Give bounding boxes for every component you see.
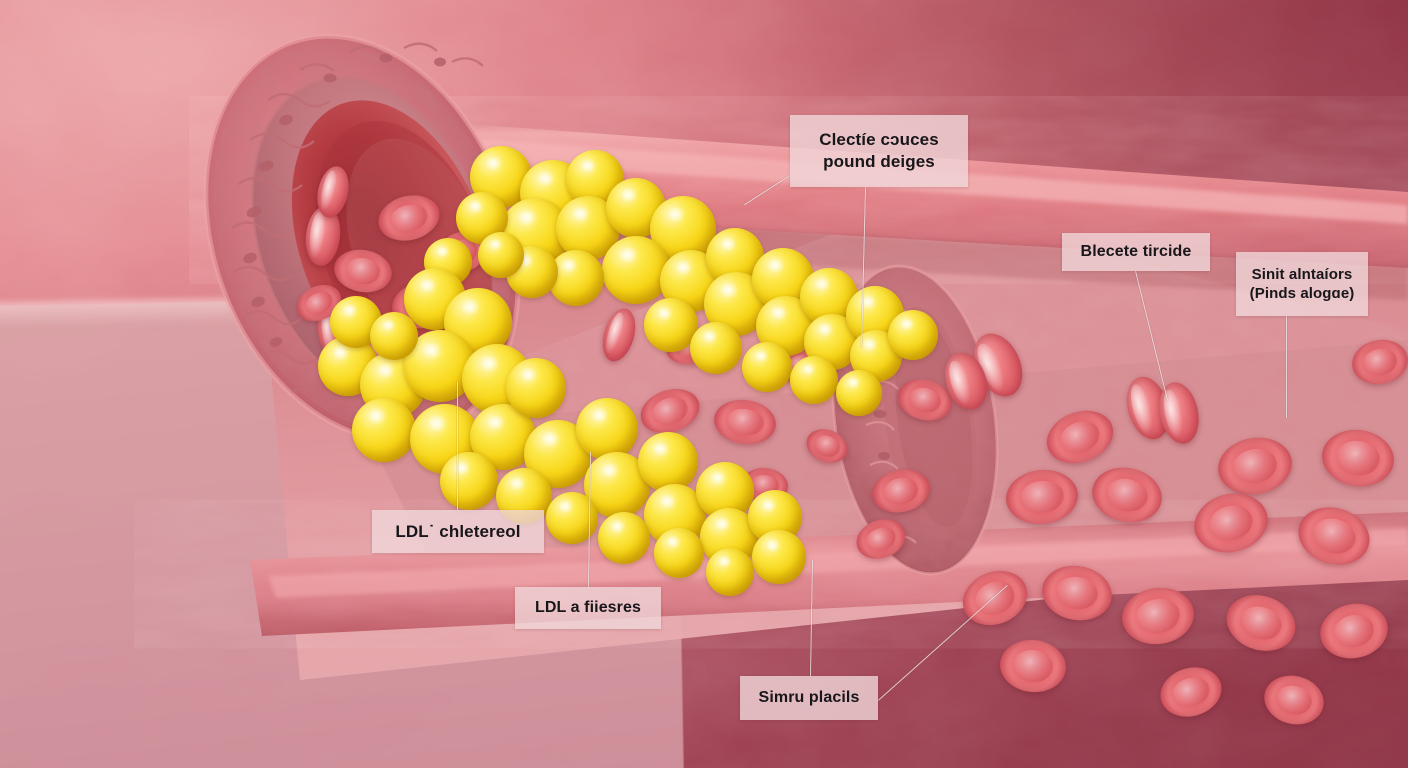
ldl-fibers-callout[interactable]: LDL a fiiesres <box>515 587 661 629</box>
cholesterol-plaque-callout-line-1: Clectíe cɔuces <box>819 130 939 150</box>
smooth-plaque-callout[interactable]: Simru placils <box>740 676 878 720</box>
ldl-fibers-callout-line-1: LDL a fiiesres <box>534 598 642 616</box>
ring-elastic-lamina <box>231 42 484 395</box>
ldl-cholesterol-callout-line-1: LDL˙ chletereol <box>395 521 521 541</box>
vessel-wall-callout[interactable]: Sinit alntaíors (Pinds alogɑe) <box>1236 252 1368 316</box>
blood-flow-callout-line-1: Blecete tircide <box>1080 242 1192 260</box>
ldl-cholesterol-callout[interactable]: LDL˙ chletereol <box>372 510 544 553</box>
vessel-wall-callout-line-1: Sinit alntaíors <box>1251 265 1353 283</box>
vessel-wall-callout-line-2: (Pinds alogɑe) <box>1249 285 1355 302</box>
cholesterol-plaque-callout[interactable]: Clectíe cɔuces pound deiges <box>790 115 968 187</box>
cholesterol-plaque-callout-line-2: pound deiges <box>823 152 935 171</box>
leader-vessel-wall <box>1285 316 1287 418</box>
smooth-plaque-callout-line-1: Simru placils <box>758 688 860 706</box>
blood-flow-callout[interactable]: Blecete tircide <box>1062 233 1210 271</box>
leader-ldl-chol <box>457 382 459 510</box>
